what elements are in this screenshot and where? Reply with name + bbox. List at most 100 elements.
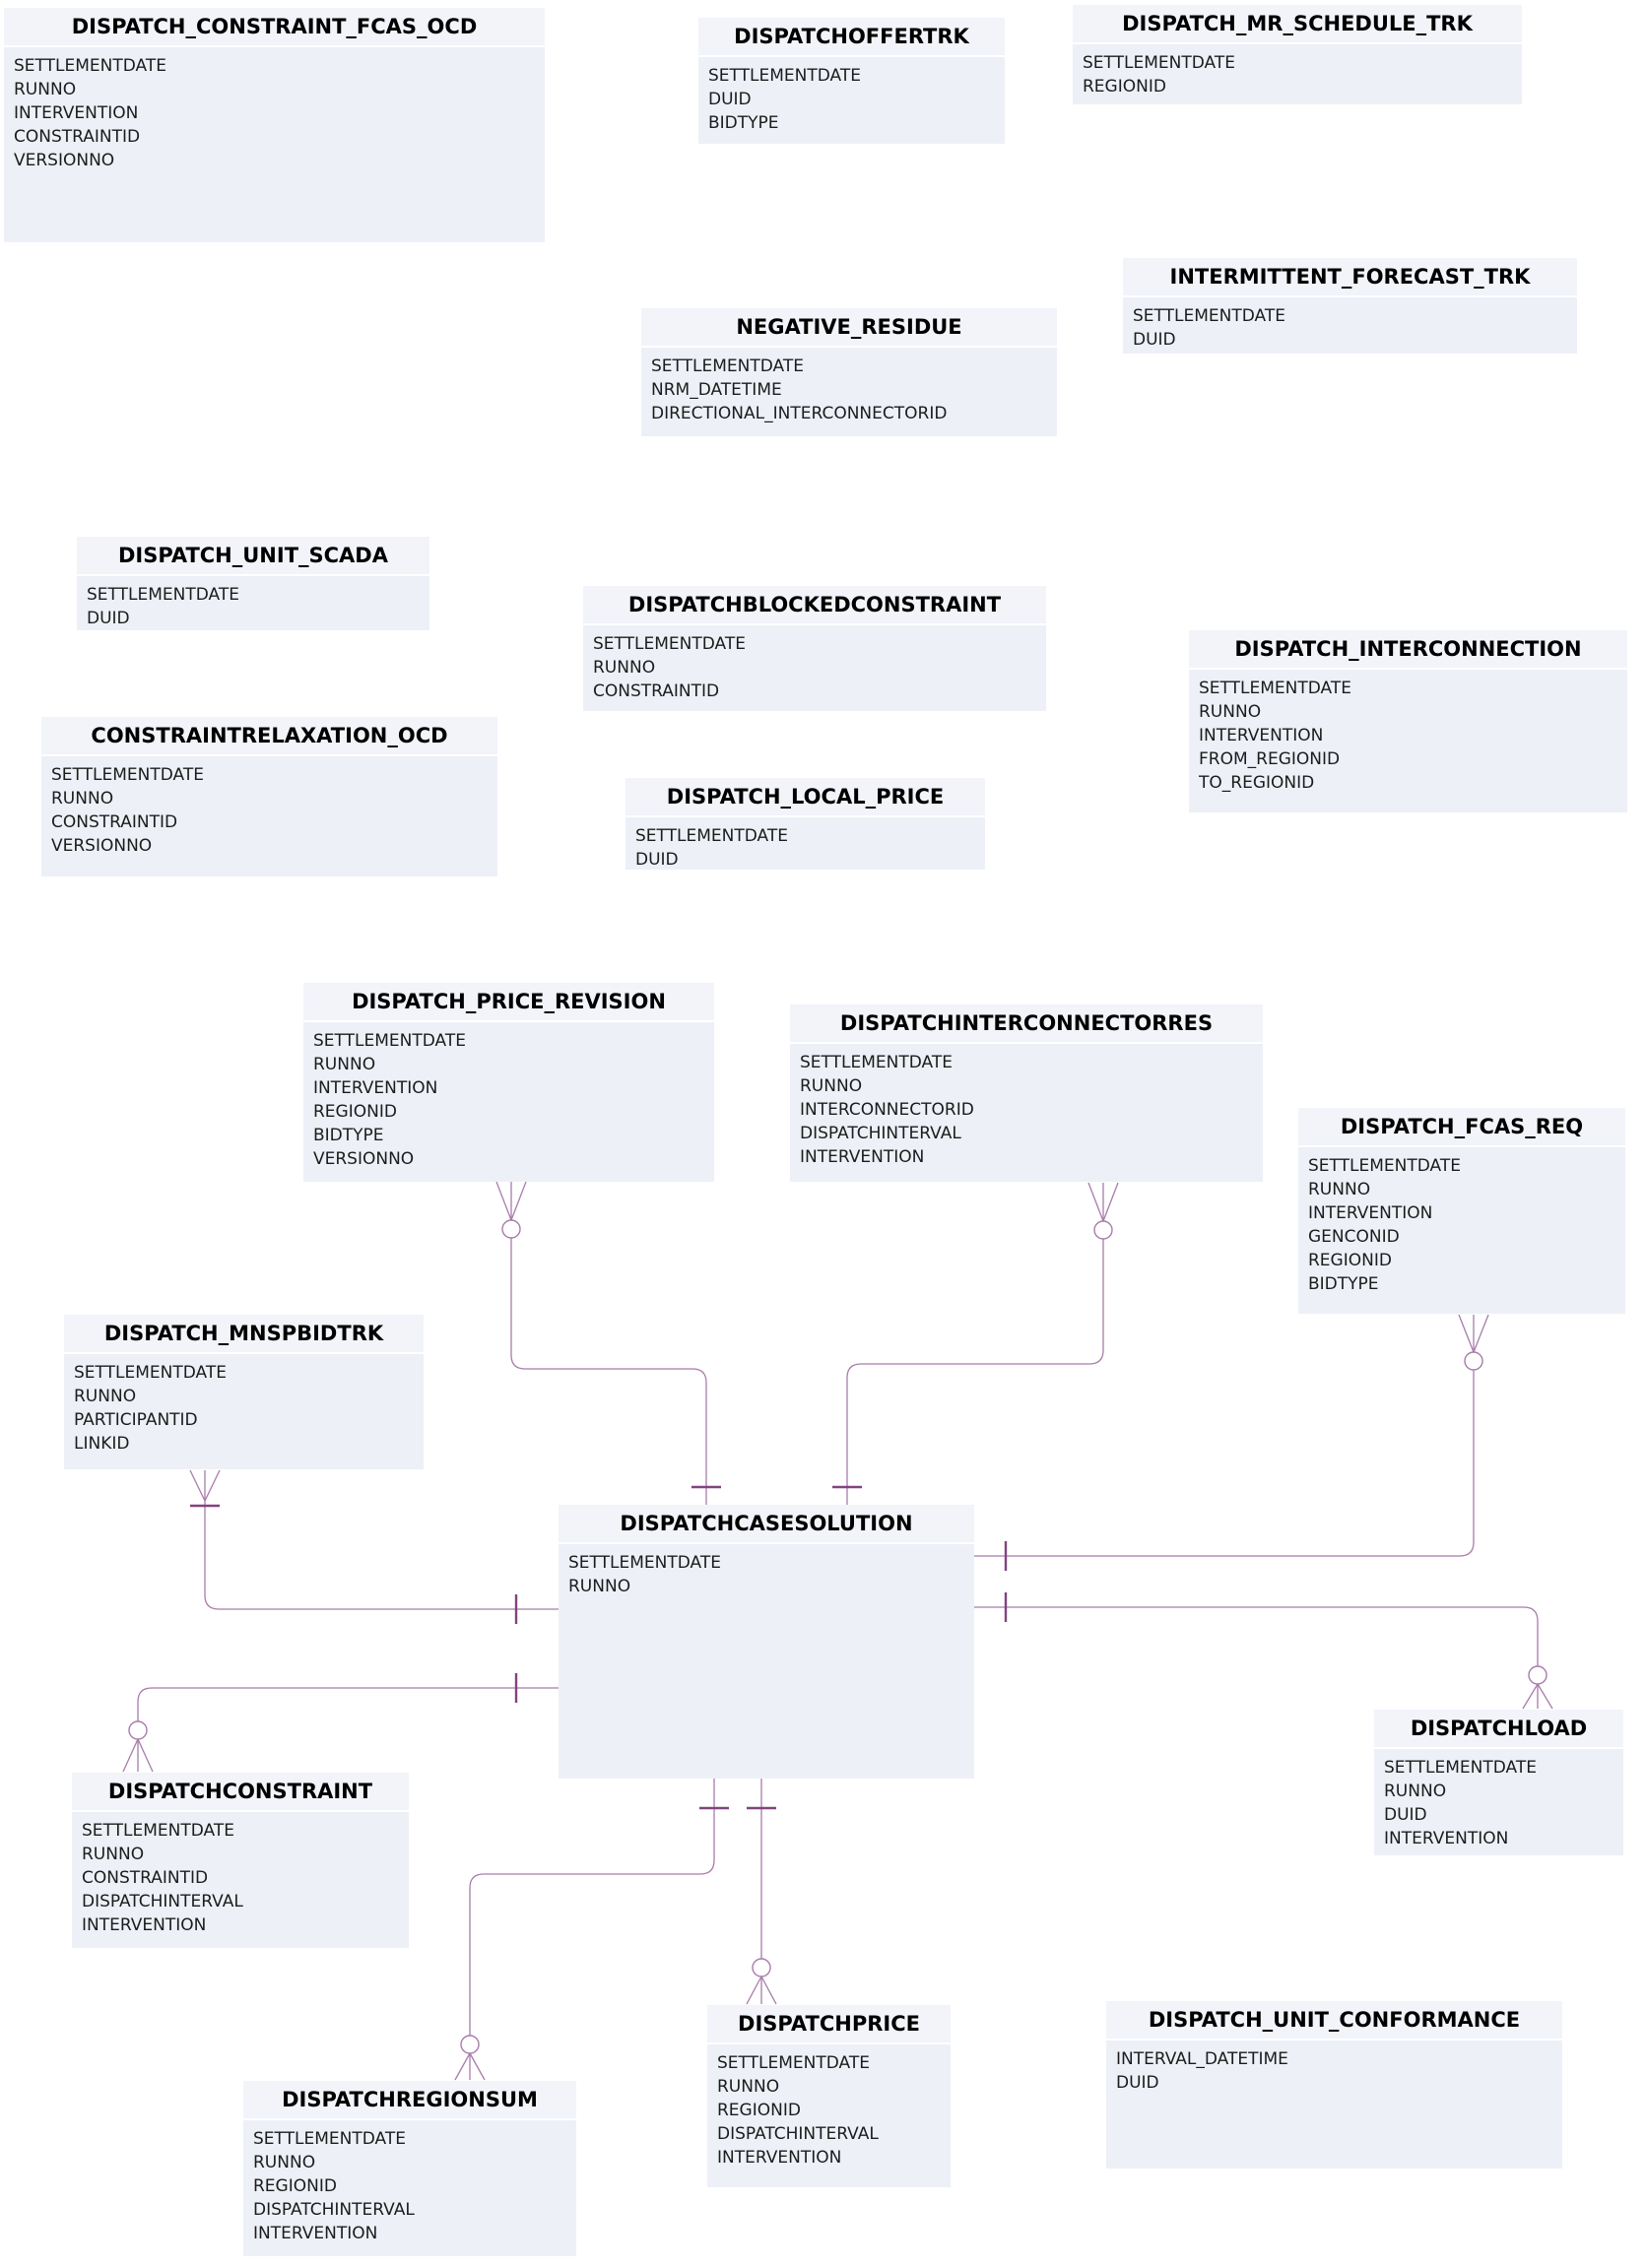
crows-foot-prong-icon xyxy=(1458,1314,1475,1353)
table-column: RUNNO xyxy=(1308,1180,1371,1199)
table-column: DISPATCHINTERVAL xyxy=(253,2200,415,2220)
connector-dispatchcasesolution-to-dispatch_fcas_req[interactable] xyxy=(974,1314,1489,1571)
crows-foot-prong-icon xyxy=(137,1738,154,1773)
table-title: DISPATCH_UNIT_SCADA xyxy=(77,537,429,576)
crows-foot-prong-icon xyxy=(1473,1314,1489,1353)
table-title: DISPATCH_INTERCONNECTION xyxy=(1189,630,1627,670)
table-column: GENCONID xyxy=(1308,1227,1400,1247)
zero-or-many-circle-icon xyxy=(752,1958,771,1977)
crows-foot-prong-icon xyxy=(1537,1683,1553,1710)
table-title: DISPATCH_MNSPBIDTRK xyxy=(64,1315,424,1354)
table-column: RUNNO xyxy=(568,1577,631,1596)
table-column: INTERVENTION xyxy=(14,103,139,123)
table-column: SETTLEMENTDATE xyxy=(635,826,788,846)
table-column: REGIONID xyxy=(1308,1251,1392,1270)
table-column: RUNNO xyxy=(313,1055,376,1074)
table-column: SETTLEMENTDATE xyxy=(51,765,204,785)
table-column: INTERVENTION xyxy=(1199,726,1324,745)
table-column: SETTLEMENTDATE xyxy=(708,66,861,86)
table-column: REGIONID xyxy=(717,2101,801,2120)
connector-dispatchcasesolution-to-dispatch_mnspbidtrk[interactable] xyxy=(189,1469,559,1624)
table-dispatch_local_price[interactable]: DISPATCH_LOCAL_PRICE SETTLEMENTDATE DUID xyxy=(625,778,985,870)
connector-dispatchcasesolution-to-dispatchconstraint[interactable] xyxy=(122,1673,559,1773)
table-column: INTERVENTION xyxy=(1384,1829,1509,1848)
table-column: DUID xyxy=(635,850,679,870)
crows-foot-prong-icon xyxy=(1087,1182,1104,1222)
table-column: BIDTYPE xyxy=(708,113,779,133)
table-column: RUNNO xyxy=(253,2153,316,2172)
table-column: SETTLEMENTDATE xyxy=(1308,1156,1461,1176)
table-title: DISPATCHREGIONSUM xyxy=(243,2081,576,2120)
connector-dispatchcasesolution-to-dispatchinterconnectorres[interactable] xyxy=(832,1182,1119,1505)
connector-dispatchcasesolution-to-dispatchload[interactable] xyxy=(974,1592,1553,1710)
connector-dispatchcasesolution-to-dispatchprice[interactable] xyxy=(746,1779,777,2005)
table-title: DISPATCH_MR_SCHEDULE_TRK xyxy=(1073,5,1522,44)
table-column: INTERVENTION xyxy=(253,2224,378,2243)
table-column: SETTLEMENTDATE xyxy=(651,356,804,376)
connector-line xyxy=(974,1370,1475,1557)
table-title: DISPATCH_LOCAL_PRICE xyxy=(625,778,985,817)
crows-foot-prong-icon xyxy=(454,2052,471,2081)
zero-or-many-circle-icon xyxy=(128,1720,148,1740)
connector-line xyxy=(846,1239,1104,1505)
table-title: DISPATCH_UNIT_CONFORMANCE xyxy=(1106,2001,1562,2041)
crows-foot-prong-icon xyxy=(189,1469,206,1502)
table-column: INTERCONNECTORID xyxy=(800,1100,974,1120)
table-column: DUID xyxy=(708,90,752,109)
table-title: DISPATCHCONSTRAINT xyxy=(72,1773,409,1812)
table-column: DISPATCHINTERVAL xyxy=(800,1124,961,1143)
connector-dispatchcasesolution-to-dispatchregionsum[interactable] xyxy=(454,1779,729,2081)
table-column: SETTLEMENTDATE xyxy=(82,1821,234,1841)
table-column: INTERVENTION xyxy=(800,1147,925,1167)
table-column: RUNNO xyxy=(74,1387,137,1406)
table-column: SETTLEMENTDATE xyxy=(313,1031,466,1051)
table-column: SETTLEMENTDATE xyxy=(800,1053,953,1072)
table-title: DISPATCHLOAD xyxy=(1374,1710,1623,1749)
table-column: SETTLEMENTDATE xyxy=(87,585,239,605)
connector-dispatchcasesolution-to-dispatch_price_revision[interactable] xyxy=(495,1181,721,1505)
table-column: CONSTRAINTID xyxy=(14,127,141,147)
table-column: DISPATCHINTERVAL xyxy=(82,1892,243,1912)
zero-or-many-circle-icon xyxy=(1093,1220,1113,1240)
table-column: RUNNO xyxy=(1199,702,1262,722)
table-column: DISPATCHINTERVAL xyxy=(717,2124,879,2144)
table-column: SETTLEMENTDATE xyxy=(14,56,166,76)
table-column: FROM_REGIONID xyxy=(1199,749,1341,769)
crows-foot-prong-icon xyxy=(510,1181,527,1221)
table-column: SETTLEMENTDATE xyxy=(717,2053,870,2073)
crows-foot-prong-icon xyxy=(746,1976,762,2005)
table-column: BIDTYPE xyxy=(313,1126,384,1145)
table-column: REGIONID xyxy=(313,1102,397,1122)
table-column: VERSIONNO xyxy=(14,151,115,170)
table-column: CONSTRAINTID xyxy=(51,812,178,832)
table-column: RUNNO xyxy=(1384,1782,1447,1801)
